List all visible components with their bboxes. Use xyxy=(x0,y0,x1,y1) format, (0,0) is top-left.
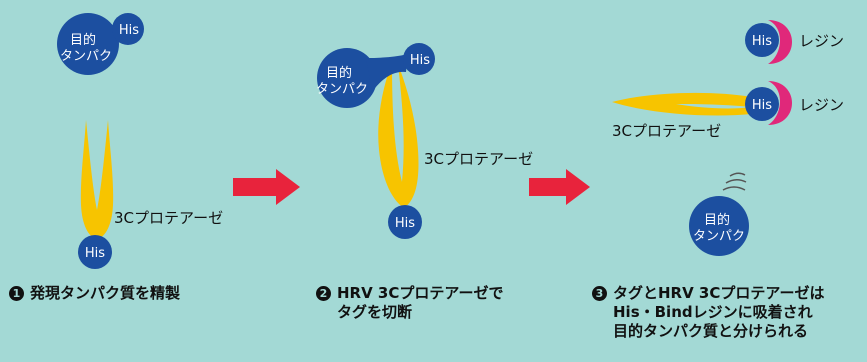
target-protein-label: 目的 xyxy=(70,32,96,48)
caption-line: タグを切断 xyxy=(337,303,413,321)
target-protein-label: タンパク xyxy=(316,82,368,97)
panel-3: His His レジン レジン 3Cプロテアーゼ 目的 タンパク xyxy=(612,20,844,256)
his-tag xyxy=(403,43,435,75)
target-protein-label: タンパク xyxy=(60,49,112,64)
resin xyxy=(768,20,792,64)
target-protein-label: 目的 xyxy=(704,212,730,228)
his-tag xyxy=(112,13,144,45)
his-label: His xyxy=(395,216,415,231)
resin xyxy=(768,81,792,125)
his-label: His xyxy=(85,246,105,261)
panel-1: 目的 タンパク His His 3Cプロテアーゼ xyxy=(57,13,223,269)
his-tag xyxy=(745,87,779,121)
his-label: His xyxy=(752,98,772,113)
his-tag xyxy=(745,23,779,57)
target-protein-label: タンパク xyxy=(693,229,745,244)
step-caption-2: 2 HRV 3Cプロテアーゼで タグを切断 xyxy=(316,284,503,322)
motion-mark xyxy=(729,172,746,177)
his-label: His xyxy=(752,34,772,49)
protease-label: 3Cプロテアーゼ xyxy=(612,122,721,140)
motion-mark xyxy=(725,179,747,184)
caption-line: タグとHRV 3Cプロテアーゼは xyxy=(613,284,825,302)
target-protein xyxy=(57,13,119,75)
step-number-badge: 2 xyxy=(316,286,331,301)
caption-line: His・Bindレジンに吸着され xyxy=(613,303,813,321)
caption-line: 目的タンパク質と分けられる xyxy=(613,322,809,340)
protease-enzyme xyxy=(378,62,419,208)
tag-linker xyxy=(366,54,408,92)
his-label: His xyxy=(410,53,430,68)
step-caption-1: 1 発現タンパク質を精製 xyxy=(9,284,180,303)
resin-label: レジン xyxy=(799,96,844,114)
target-protein-label: 目的 xyxy=(326,65,352,81)
step-caption-3: 3 タグとHRV 3Cプロテアーゼは His・Bindレジンに吸着され 目的タンパ… xyxy=(592,284,824,341)
step-number-badge: 1 xyxy=(9,286,24,301)
motion-mark xyxy=(722,186,746,191)
his-label: His xyxy=(119,23,139,38)
protease-label: 3Cプロテアーゼ xyxy=(114,209,223,227)
protease-enzyme xyxy=(612,92,752,116)
target-protein xyxy=(317,48,377,108)
his-tag xyxy=(78,235,112,269)
step-arrow xyxy=(233,169,300,205)
protease-label: 3Cプロテアーゼ xyxy=(424,150,533,168)
target-protein xyxy=(689,196,749,256)
step-arrow xyxy=(529,169,590,205)
step-number-badge: 3 xyxy=(592,286,607,301)
resin-label: レジン xyxy=(799,32,844,50)
caption-line: HRV 3Cプロテアーゼで xyxy=(337,284,504,302)
panel-2: 目的 タンパク His His 3Cプロテアーゼ xyxy=(316,43,533,239)
his-tag xyxy=(388,205,422,239)
caption-line: 発現タンパク質を精製 xyxy=(30,284,181,302)
protease-enzyme xyxy=(80,120,114,240)
